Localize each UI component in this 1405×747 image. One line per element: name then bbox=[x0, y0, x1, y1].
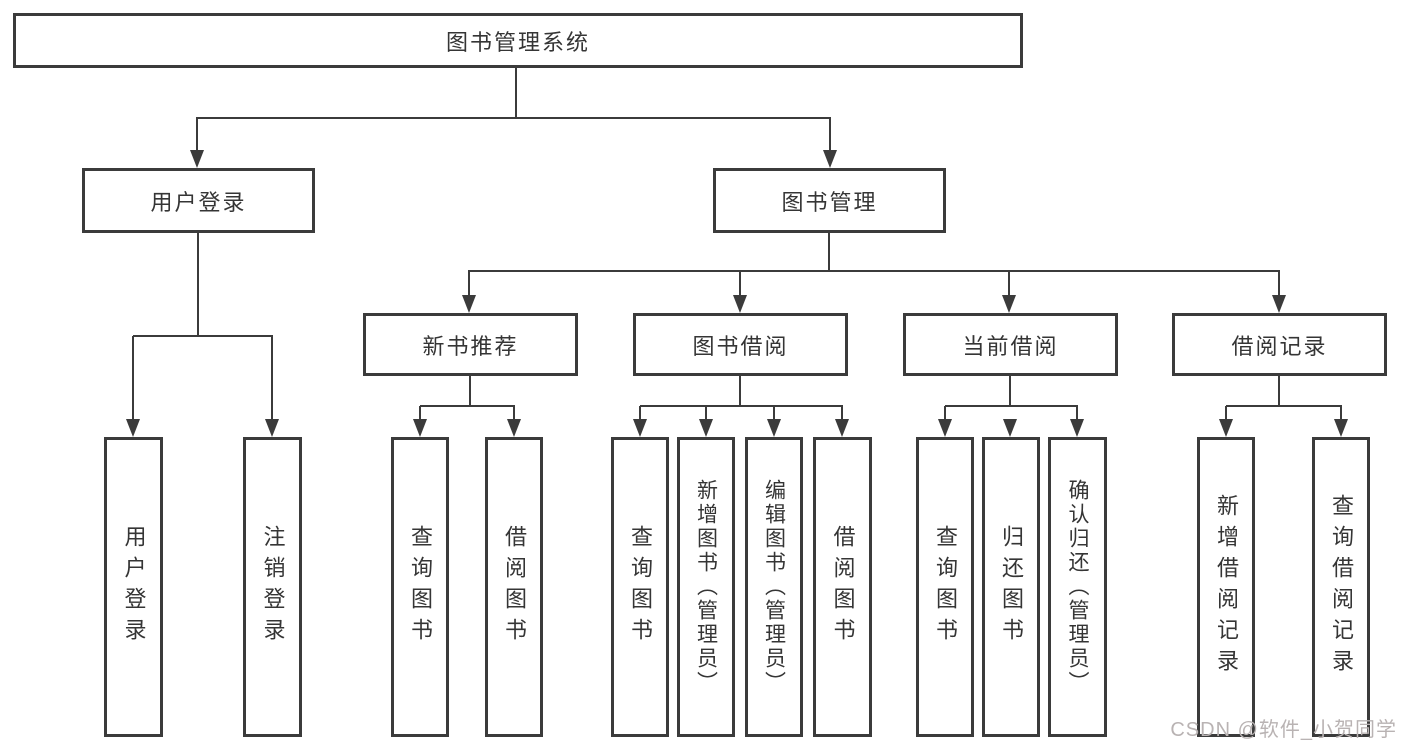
arrow-down-icon bbox=[126, 419, 140, 437]
connector-line bbox=[640, 405, 843, 407]
node-leaf-query-books-recommend: 查询图书 bbox=[391, 437, 449, 737]
leaf-label: 查询图书 bbox=[933, 525, 958, 649]
arrow-down-icon bbox=[699, 419, 713, 437]
connector-line bbox=[1076, 406, 1078, 421]
connector-line bbox=[1225, 406, 1227, 421]
arrow-down-icon bbox=[1334, 419, 1348, 437]
node-leaf-query-borrow-record: 查询借阅记录 bbox=[1312, 437, 1370, 737]
connector-line bbox=[1009, 376, 1011, 407]
leaf-label: 用户登录 bbox=[121, 525, 147, 649]
connector-line bbox=[197, 117, 831, 119]
connector-line bbox=[828, 232, 830, 272]
leaf-label: 新增图书（管理员） bbox=[694, 479, 718, 695]
arrow-down-icon bbox=[835, 419, 849, 437]
node-book-management-branch: 图书管理 bbox=[713, 168, 946, 233]
arrow-down-icon bbox=[190, 150, 204, 168]
node-leaf-user-login: 用户登录 bbox=[104, 437, 163, 737]
connector-line bbox=[196, 117, 198, 153]
connector-line bbox=[468, 270, 470, 297]
connector-line bbox=[469, 376, 471, 407]
leaf-label: 注销登录 bbox=[260, 525, 286, 649]
connector-line bbox=[944, 406, 946, 421]
leaf-label: 借阅图书 bbox=[830, 525, 856, 649]
node-leaf-query-books-borrowing: 查询图书 bbox=[611, 437, 669, 737]
arrow-down-icon bbox=[1272, 295, 1286, 313]
arrow-down-icon bbox=[1219, 419, 1233, 437]
connector-line bbox=[420, 405, 515, 407]
leaf-label: 借阅图书 bbox=[502, 525, 527, 649]
connector-line bbox=[469, 270, 1280, 272]
connector-line bbox=[515, 68, 517, 119]
connector-line bbox=[271, 336, 273, 421]
arrow-down-icon bbox=[633, 419, 647, 437]
connector-line bbox=[1008, 270, 1010, 297]
connector-line bbox=[1340, 406, 1342, 421]
connector-line bbox=[419, 406, 421, 421]
node-leaf-borrow-books-recommend: 借阅图书 bbox=[485, 437, 543, 737]
node-leaf-edit-books-admin: 编辑图书（管理员） bbox=[745, 437, 803, 737]
arrow-down-icon bbox=[767, 419, 781, 437]
connector-line bbox=[705, 406, 707, 421]
connector-line bbox=[197, 232, 199, 337]
arrow-down-icon bbox=[733, 295, 747, 313]
node-new-book-recommendation: 新书推荐 bbox=[363, 313, 578, 376]
node-borrowing-records: 借阅记录 bbox=[1172, 313, 1387, 376]
connector-line bbox=[1226, 405, 1342, 407]
node-leaf-query-books-current: 查询图书 bbox=[916, 437, 974, 737]
leaf-label: 归还图书 bbox=[999, 525, 1024, 649]
connector-line bbox=[773, 406, 775, 421]
connector-line bbox=[739, 270, 741, 297]
node-leaf-confirm-return-admin: 确认归还（管理员） bbox=[1048, 437, 1107, 737]
connector-line bbox=[739, 376, 741, 407]
node-leaf-add-books-admin: 新增图书（管理员） bbox=[677, 437, 735, 737]
node-book-borrowing: 图书借阅 bbox=[633, 313, 848, 376]
node-leaf-logout: 注销登录 bbox=[243, 437, 302, 737]
connector-line bbox=[132, 336, 134, 421]
csdn-watermark: CSDN @软件_小贺同学 bbox=[1170, 719, 1397, 741]
connector-line bbox=[829, 117, 831, 153]
connector-line bbox=[841, 406, 843, 421]
arrow-down-icon bbox=[823, 150, 837, 168]
node-leaf-return-books: 归还图书 bbox=[982, 437, 1040, 737]
node-current-borrowing: 当前借阅 bbox=[903, 313, 1118, 376]
leaf-label: 查询图书 bbox=[628, 525, 653, 649]
arrow-down-icon bbox=[938, 419, 952, 437]
arrow-down-icon bbox=[265, 419, 279, 437]
leaf-label: 编辑图书（管理员） bbox=[762, 479, 786, 695]
arrow-down-icon bbox=[1002, 295, 1016, 313]
connector-line bbox=[133, 335, 273, 337]
arrow-down-icon bbox=[413, 419, 427, 437]
arrow-down-icon bbox=[1003, 419, 1017, 437]
node-user-login-branch: 用户登录 bbox=[82, 168, 315, 233]
connector-line bbox=[513, 406, 515, 421]
node-leaf-add-borrow-record: 新增借阅记录 bbox=[1197, 437, 1255, 737]
connector-line bbox=[945, 405, 1078, 407]
node-leaf-borrow-books: 借阅图书 bbox=[813, 437, 872, 737]
leaf-label: 查询借阅记录 bbox=[1329, 494, 1354, 680]
arrow-down-icon bbox=[1070, 419, 1084, 437]
node-root-library-system: 图书管理系统 bbox=[13, 13, 1023, 68]
connector-line bbox=[1278, 270, 1280, 297]
leaf-label: 确认归还（管理员） bbox=[1066, 479, 1089, 695]
arrow-down-icon bbox=[507, 419, 521, 437]
arrow-down-icon bbox=[462, 295, 476, 313]
leaf-label: 查询图书 bbox=[408, 525, 433, 649]
connector-line bbox=[639, 406, 641, 421]
connector-line bbox=[1278, 376, 1280, 407]
leaf-label: 新增借阅记录 bbox=[1214, 494, 1239, 680]
